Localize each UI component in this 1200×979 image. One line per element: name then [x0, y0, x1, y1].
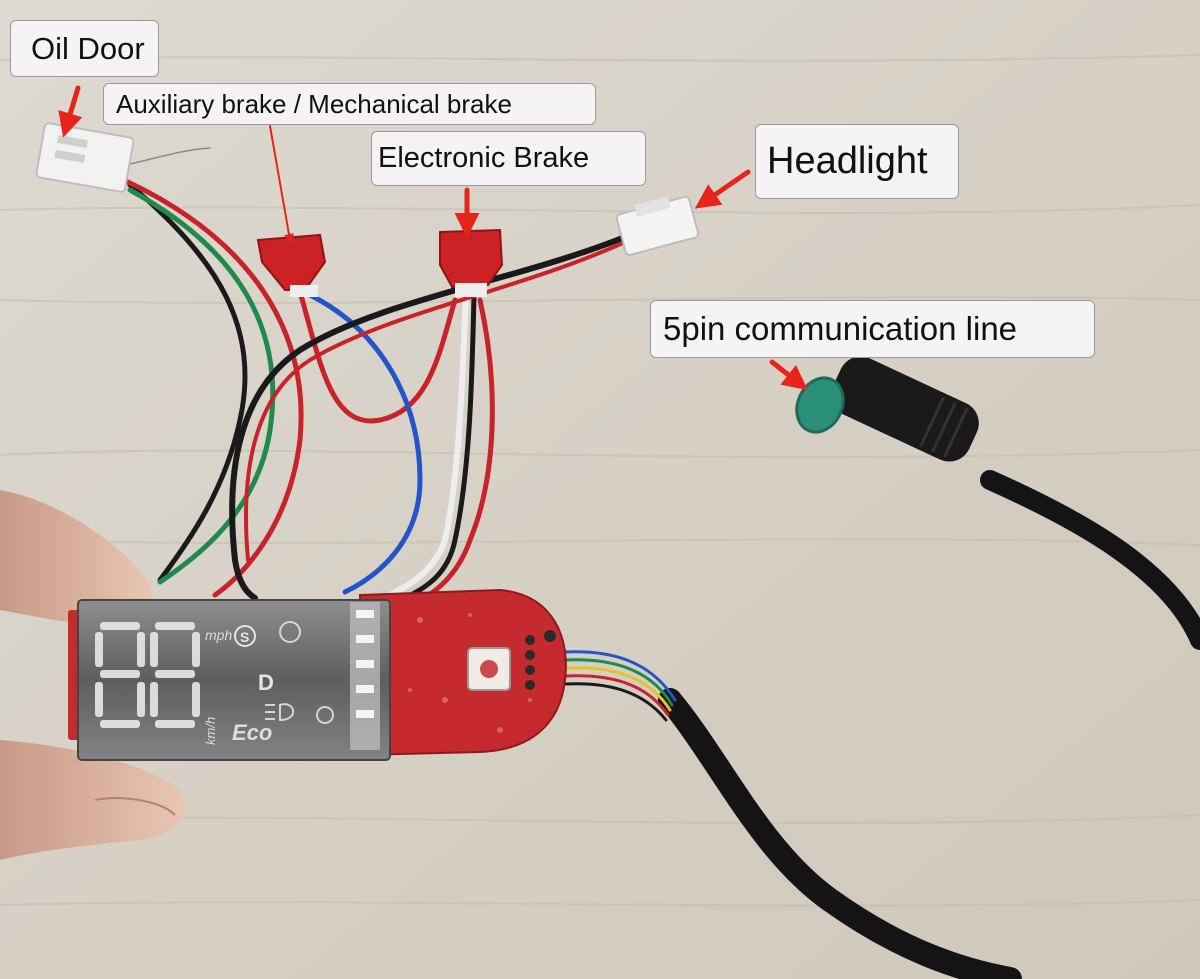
wire-red-aux	[297, 289, 458, 424]
headlight-icon	[265, 703, 295, 722]
wire-black-ebrake	[402, 292, 477, 601]
auxiliary-brake-connector	[256, 233, 327, 297]
display-gear-d: D	[258, 670, 274, 695]
brake-warning-icon	[316, 706, 334, 724]
headlight-connector	[615, 195, 700, 256]
speedometer-icon	[279, 621, 301, 643]
arrow-oil-door	[58, 85, 83, 138]
arrow-communication-line	[769, 359, 808, 391]
wire-green-oil	[127, 187, 276, 585]
display-eco: Eco	[232, 720, 272, 745]
wire-blue-aux	[307, 292, 423, 595]
colored-lead-wires	[563, 650, 677, 722]
thin-wire	[124, 147, 211, 166]
label-communication-line: 5pin communication line	[650, 300, 1095, 358]
hand	[0, 490, 186, 860]
communication-cable-lower	[658, 688, 1022, 979]
label-electronic-brake: Electronic Brake	[371, 131, 646, 186]
annotation-arrows	[58, 85, 808, 391]
label-headlight: Headlight	[755, 124, 959, 199]
display-kmh: km/h	[203, 717, 218, 745]
wire-black-headlight	[229, 232, 633, 601]
wire-bundle	[124, 147, 1200, 979]
wire-white-ebrake	[387, 292, 469, 598]
display-board: mph km/h Eco D S	[68, 588, 567, 761]
display-sport-s: S	[240, 629, 249, 645]
wire-red-oil	[125, 179, 304, 598]
seven-segment-digits	[95, 622, 200, 728]
label-oil-door: Oil Door	[10, 20, 159, 77]
electronic-brake-connector	[439, 228, 504, 297]
arrow-auxiliary-brake	[269, 125, 294, 244]
wire-red-ebrake	[417, 297, 495, 603]
display-mph: mph	[205, 627, 232, 643]
communication-plug	[795, 356, 979, 462]
arrow-headlight	[694, 169, 751, 209]
label-auxiliary-brake: Auxiliary brake / Mechanical brake	[103, 83, 596, 125]
sport-s-icon	[234, 625, 256, 647]
wire-red-headlight	[244, 240, 627, 562]
communication-cable-main	[980, 470, 1200, 650]
oil-door-connector	[35, 122, 135, 193]
wire-black-oil	[127, 182, 248, 583]
